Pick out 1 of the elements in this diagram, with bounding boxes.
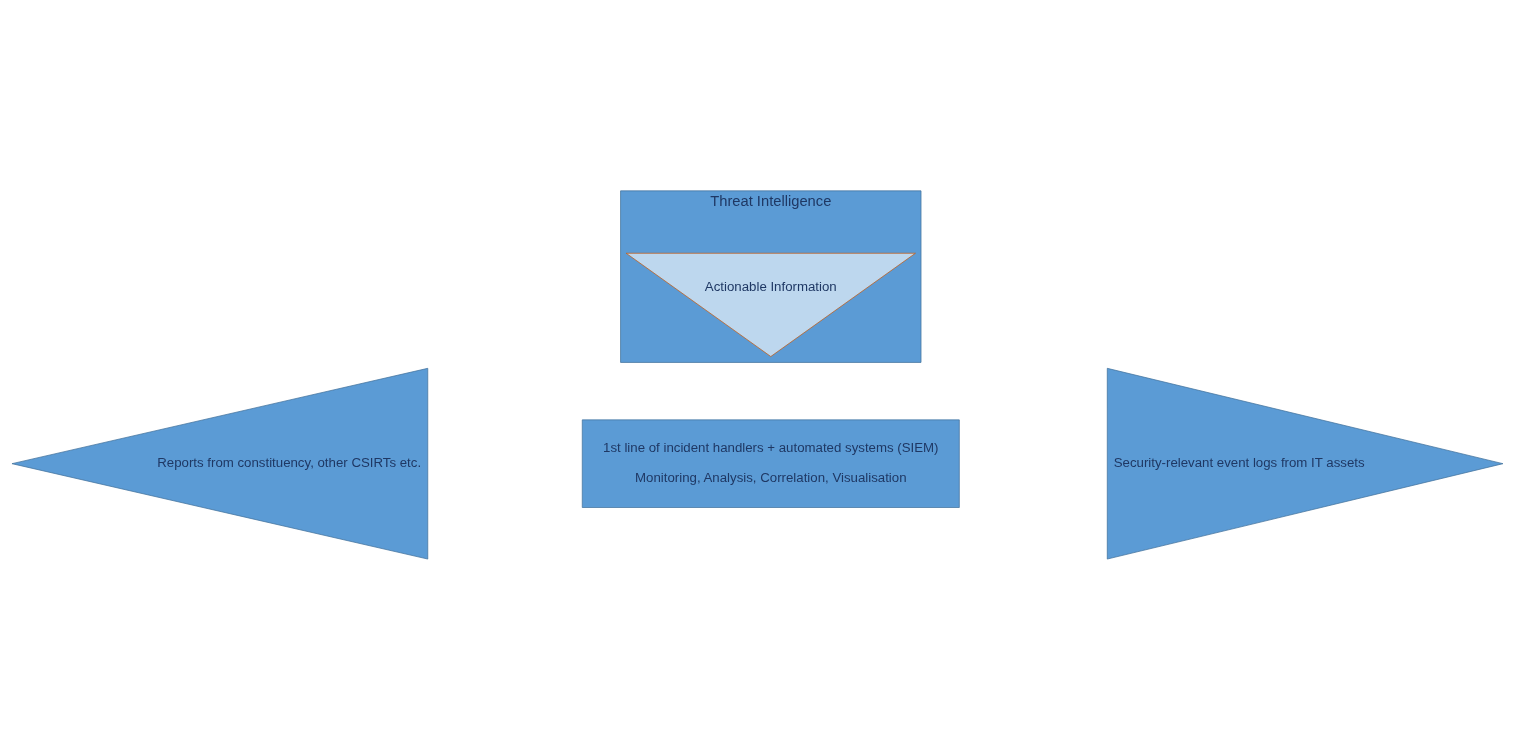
node-box: 1st line of incident handlers + automated systems (SIEM) Monitoring, Analysis, Correlation, Visualisation [581, 419, 960, 508]
